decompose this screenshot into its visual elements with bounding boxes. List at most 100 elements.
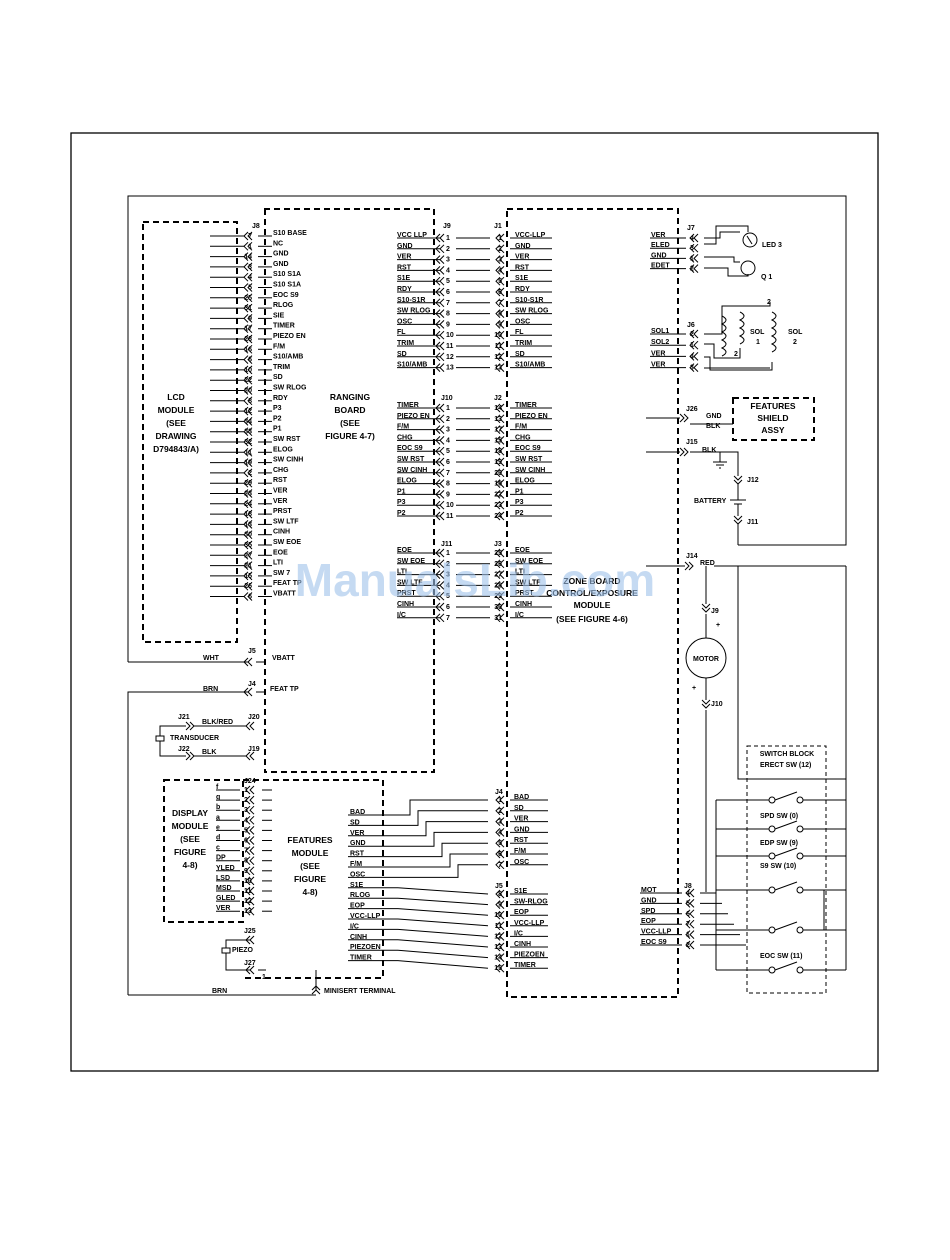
j6_block-signal: SOL1 [651,328,669,335]
j7_block-signal: GND [651,252,667,259]
j8-lcd-contact [243,592,253,601]
features-signal: BAD [350,809,365,816]
svg-text:FIGURE: FIGURE [294,874,326,884]
svg-text:LED 3: LED 3 [762,242,782,249]
j1_block-contact [495,320,505,329]
j8-lcd-signal: GND [273,251,289,258]
j2_block-pin: 14 [494,405,502,412]
j8-lcd-signal: P2 [273,415,282,422]
watermark: ManualsLib.com [295,554,655,606]
j1_block-contact [495,363,505,372]
motor-circuit: RED + MOTOR + [646,560,847,970]
j1_block-signal: RST [515,264,530,271]
svg-text:4-8): 4-8) [182,860,197,870]
j2_block-contact [495,457,505,467]
j2_block-contact [495,436,505,445]
svg-text:SOL: SOL [788,329,803,336]
svg-text:MODULE: MODULE [172,821,209,831]
j10_block-contact [435,457,445,467]
j8-lcd-signal: RLOG [273,302,294,309]
j2_block-signal: SW RST [515,456,543,463]
j8-lcd-contact [243,561,253,570]
switch-contact [768,926,776,934]
svg-text:J14: J14 [686,553,698,560]
j24-signal: VER [216,905,230,912]
svg-text:BOARD: BOARD [334,405,365,415]
j9_block-pin: 3 [446,257,450,264]
j8-right-signal: MOT [641,887,657,894]
j2_block-pin: 20 [494,470,502,477]
j9_block-signal: S10-S1R [397,297,425,304]
j1_block-signal: S10-S1R [515,297,543,304]
svg-text:FIGURE: FIGURE [174,847,206,857]
j8-lcd-signal: SW CINH [273,457,303,464]
j2_block-signal: P1 [515,488,524,495]
j10_block-signal: SW RST [397,456,425,463]
j9_block-pin: 2 [446,246,450,253]
j2_block-contact [495,403,505,413]
svg-text:J10: J10 [441,395,453,402]
svg-text:LCD: LCD [167,392,184,402]
j10_block-signal: F/M [397,424,409,431]
j3_block-contact [495,602,505,612]
j8-lcd-contact [243,241,253,251]
j7_block-pin: 4 [690,235,694,242]
j5_block-pin: 10 [494,912,502,919]
j8-lcd-contact [243,365,253,375]
j2_block-contact [495,500,505,510]
j10_block-pin: 4 [446,437,450,444]
j8-lcd-pin: 6 [248,594,252,601]
j8-lcd-signal: LTI [273,560,283,567]
j24-signal: LSD [216,875,230,882]
j24-pin: 11 [244,888,252,895]
j10_block-contact [435,490,445,499]
j8-lcd-contact [243,478,253,488]
svg-text:BLK/RED: BLK/RED [202,719,233,726]
switch-arm [774,961,798,971]
svg-text:ZONE BOARD: ZONE BOARD [563,576,620,586]
j24-signal: DP [216,855,226,862]
j9_block-pin: 6 [446,289,450,296]
j1_block-signal: OSC [515,318,530,325]
j11_block-contact [435,591,445,601]
j8-lcd-signal: SW LTF [273,518,299,525]
j3_block-contact [495,548,505,558]
j24-contact [245,876,255,886]
j10_block-contact [435,511,445,521]
j8-lcd-signal: CHG [273,467,289,474]
j24-contact [245,795,255,805]
j4_block-contact [495,806,505,816]
j1_block-contact [495,330,505,340]
j5_block-contact [495,942,505,952]
svg-text:DRAWING: DRAWING [155,431,196,441]
svg-text:J3: J3 [494,541,502,548]
ranging-board-label: RANGING BOARD (SEE FIGURE 4-7) [325,392,375,441]
j5-wire [397,960,489,969]
j2_block-signal: TIMER [515,402,537,409]
j8-lcd-signal: ELOG [273,446,293,453]
svg-text:J5: J5 [248,648,256,655]
j8-lcd-contact [243,581,253,591]
j1_block-pin: 13 [494,365,502,372]
j11_block-pin: 6 [446,604,450,611]
svg-text:J4: J4 [248,681,256,688]
j4_block-signal: RST [514,837,529,844]
j6_block-contact [689,363,699,372]
j7_block-pin: 1 [690,255,694,262]
j8-right-signal: GND [641,897,657,904]
j8-lcd-contact [243,355,253,364]
j1_block-contact [495,266,505,275]
j1_block-signal: GND [515,243,531,250]
j4_block-contact [495,795,505,805]
j8-lcd-contact [243,520,253,529]
j10_block-contact [435,479,445,488]
j8-lcd-contact [243,406,253,416]
j11_block-pin: 5 [446,593,450,600]
j8-lcd-contact [243,293,253,303]
q1: Q 1 [704,256,772,281]
j8-lcd-signal: EOE [273,549,288,556]
j7_block-contact [689,233,699,243]
j1_block-contact [495,276,505,286]
j24-contact [245,805,255,815]
svg-text:J9: J9 [711,608,719,615]
